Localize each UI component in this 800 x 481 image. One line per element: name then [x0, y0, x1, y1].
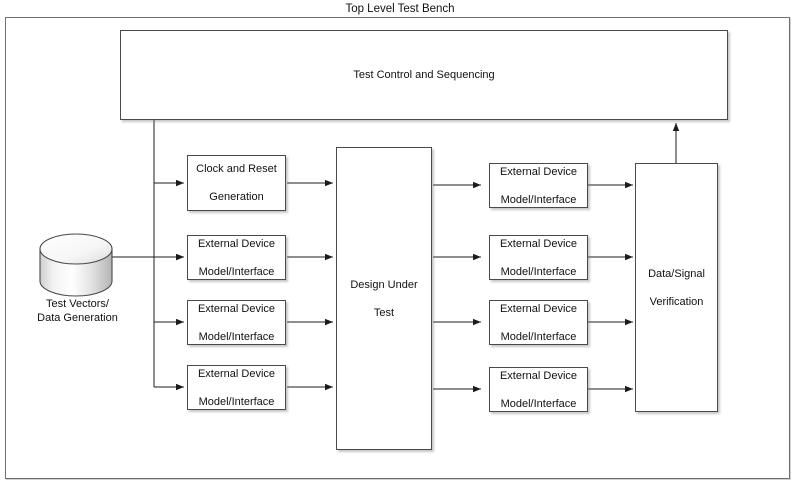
block-right-ext-1[interactable]: External Device Model/Interface	[489, 163, 588, 208]
block-left-ext-2-line1: External Device	[197, 302, 276, 315]
test-vectors-label-line1: Test Vectors/	[46, 298, 109, 310]
block-left-ext-1[interactable]: External Device Model/Interface	[187, 235, 286, 280]
block-right-ext-3-label: External Device Model/Interface	[492, 302, 585, 344]
block-right-ext-2[interactable]: External Device Model/Interface	[489, 235, 588, 280]
block-right-ext-4-line2: Model/Interface	[500, 397, 577, 410]
block-left-ext-1-line1: External Device	[197, 237, 276, 250]
testbench-frame	[5, 17, 790, 479]
block-left-ext-2-label: External Device Model/Interface	[190, 302, 283, 344]
block-right-ext-1-label: External Device Model/Interface	[492, 165, 585, 207]
block-right-ext-3-line2: Model/Interface	[500, 330, 577, 343]
block-right-ext-4-line1: External Device	[499, 369, 578, 382]
block-right-ext-3[interactable]: External Device Model/Interface	[489, 300, 588, 345]
test-vectors-label-line2: Data Generation	[37, 312, 118, 324]
block-dut-line1: Design Under	[350, 278, 418, 291]
block-clock-reset-label: Clock and Reset Generation	[188, 162, 285, 204]
block-right-ext-1-line1: External Device	[499, 165, 578, 178]
block-right-ext-2-line1: External Device	[499, 237, 578, 250]
block-verification-line1: Data/Signal	[648, 267, 705, 280]
page-title: Top Level Test Bench	[345, 3, 455, 15]
block-left-ext-3-line2: Model/Interface	[198, 395, 275, 408]
test-vectors-label: Test Vectors/ Data Generation	[15, 297, 140, 325]
test-vectors-cylinder	[39, 233, 113, 297]
block-clock-reset[interactable]: Clock and Reset Generation	[187, 155, 286, 211]
block-data-signal-verification-label: Data/Signal Verification	[640, 267, 713, 309]
block-left-ext-2-line2: Model/Interface	[198, 330, 275, 343]
block-right-ext-3-line1: External Device	[499, 302, 578, 315]
block-clock-reset-line2: Generation	[209, 191, 264, 203]
block-design-under-test[interactable]: Design Under Test	[336, 147, 432, 450]
block-right-ext-1-line2: Model/Interface	[500, 193, 577, 206]
block-test-control-label: Test Control and Sequencing	[353, 69, 495, 81]
block-dut-line2: Test	[373, 306, 395, 319]
block-right-ext-4-label: External Device Model/Interface	[492, 369, 585, 411]
block-left-ext-1-line2: Model/Interface	[198, 265, 275, 278]
block-right-ext-4[interactable]: External Device Model/Interface	[489, 367, 588, 412]
block-right-ext-2-label: External Device Model/Interface	[492, 237, 585, 279]
block-left-ext-3-label: External Device Model/Interface	[190, 367, 283, 409]
block-test-control[interactable]: Test Control and Sequencing	[120, 30, 728, 120]
block-left-ext-3[interactable]: External Device Model/Interface	[187, 365, 286, 410]
block-design-under-test-label: Design Under Test	[342, 278, 425, 320]
block-left-ext-1-label: External Device Model/Interface	[190, 237, 283, 279]
block-left-ext-2[interactable]: External Device Model/Interface	[187, 300, 286, 345]
block-left-ext-3-line1: External Device	[197, 367, 276, 380]
block-data-signal-verification[interactable]: Data/Signal Verification	[635, 163, 718, 412]
block-verification-line2: Verification	[649, 295, 704, 308]
block-clock-reset-line1: Clock and Reset	[196, 163, 277, 175]
block-right-ext-2-line2: Model/Interface	[500, 265, 577, 278]
